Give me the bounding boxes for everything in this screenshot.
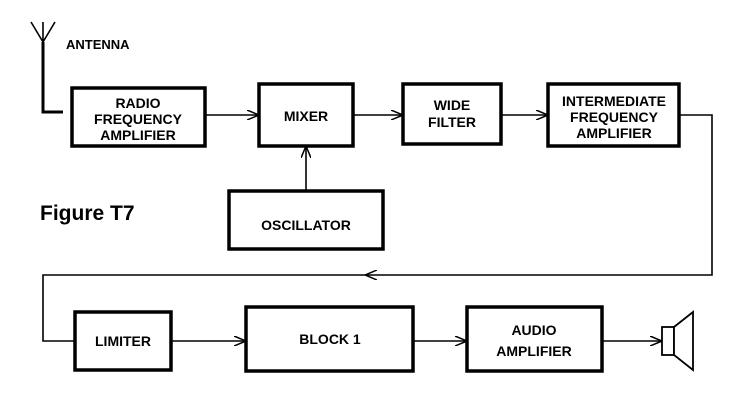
- limiter-block: LIMITER: [73, 310, 173, 372]
- radio-frequency-amplifier-block: RADIO FREQUENCY AMPLIFIER: [70, 86, 207, 148]
- mixer-block: MIXER: [257, 82, 355, 148]
- audio-amplifier-block: AUDIO AMPLIFIER: [465, 305, 604, 373]
- rf-amp-line-1: RADIO: [115, 95, 160, 111]
- audio-amp-line-2: AMPLIFIER: [496, 343, 571, 359]
- if-amp-line-3: AMPLIFIER: [576, 125, 651, 141]
- rf-amp-line-3: AMPLIFIER: [100, 127, 175, 143]
- wide-filter-line-2: FILTER: [428, 114, 476, 130]
- rf-amp-line-2: FREQUENCY: [94, 111, 183, 127]
- speaker-icon: [661, 310, 694, 372]
- antenna-icon: [30, 21, 63, 114]
- if-to-return-arrow: [365, 114, 713, 275]
- if-amp-line-1: INTERMEDIATE: [562, 93, 666, 109]
- block-1: BLOCK 1: [244, 305, 415, 373]
- wide-filter-line-1: WIDE: [434, 97, 471, 113]
- audio-amp-line-1: AUDIO: [511, 322, 556, 338]
- return-to-limiter-line: [42, 274, 365, 342]
- intermediate-frequency-amplifier-block: INTERMEDIATE FREQUENCY AMPLIFIER: [546, 82, 681, 148]
- if-amp-line-2: FREQUENCY: [570, 109, 659, 125]
- limiter-label: LIMITER: [95, 333, 151, 349]
- oscillator-block: OSCILLATOR: [227, 189, 385, 251]
- oscillator-label: OSCILLATOR: [261, 217, 351, 233]
- block-1-label: BLOCK 1: [299, 331, 361, 347]
- antenna-label: ANTENNA: [66, 37, 130, 52]
- wide-filter-block: WIDE FILTER: [401, 82, 503, 146]
- figure-label: Figure T7: [40, 202, 135, 225]
- mixer-label: MIXER: [284, 108, 328, 124]
